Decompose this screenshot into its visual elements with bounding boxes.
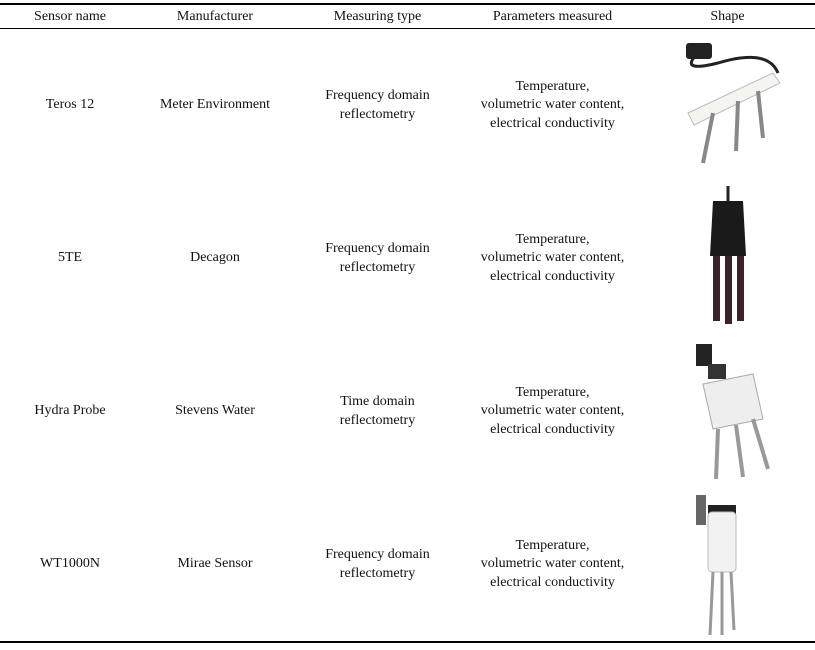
hydra-probe-sensor-image [640,335,815,488]
manufacturer: Stevens Water [175,403,255,419]
table-row: Hydra Probe Stevens Water Time domain re… [0,335,815,488]
header-manufacturer: Manufacturer [140,4,290,29]
sensor-name: Teros 12 [45,97,95,113]
wt1000n-sensor-image [640,488,815,642]
parameters: Temperature, volumetric water content, e… [480,537,625,590]
measuring-type: Frequency domain reflectometry [325,241,430,275]
header-sensor-name: Sensor name [0,4,140,29]
manufacturer: Decagon [190,250,240,266]
header-parameters: Parameters measured [465,4,640,29]
table-row: WT1000N Mirae Sensor Frequency domain re… [0,488,815,642]
header-measuring-type: Measuring type [290,4,465,29]
measuring-type: Time domain reflectometry [339,394,416,428]
sensor-name: 5TE [57,250,83,266]
table-row: 5TE Decagon Frequency domain reflectomet… [0,182,815,335]
manufacturer: Meter Environment [159,97,271,113]
parameters: Temperature, volumetric water content, e… [480,384,625,437]
measuring-type: Frequency domain reflectometry [325,547,430,581]
header-row: Sensor name Manufacturer Measuring type … [0,4,815,29]
sensor-table: Sensor name Manufacturer Measuring type … [0,3,815,643]
manufacturer: Mirae Sensor [177,556,253,572]
parameters: Temperature, volumetric water content, e… [480,231,625,284]
teros12-sensor-image [640,29,815,183]
table-row: Teros 12 Meter Environment Frequency dom… [0,29,815,183]
parameters: Temperature, volumetric water content, e… [480,78,625,131]
sensor-name: Hydra Probe [34,403,106,419]
5te-sensor-image [640,182,815,335]
sensor-name: WT1000N [40,556,100,572]
measuring-type: Frequency domain reflectometry [325,88,430,122]
header-shape: Shape [640,4,815,29]
